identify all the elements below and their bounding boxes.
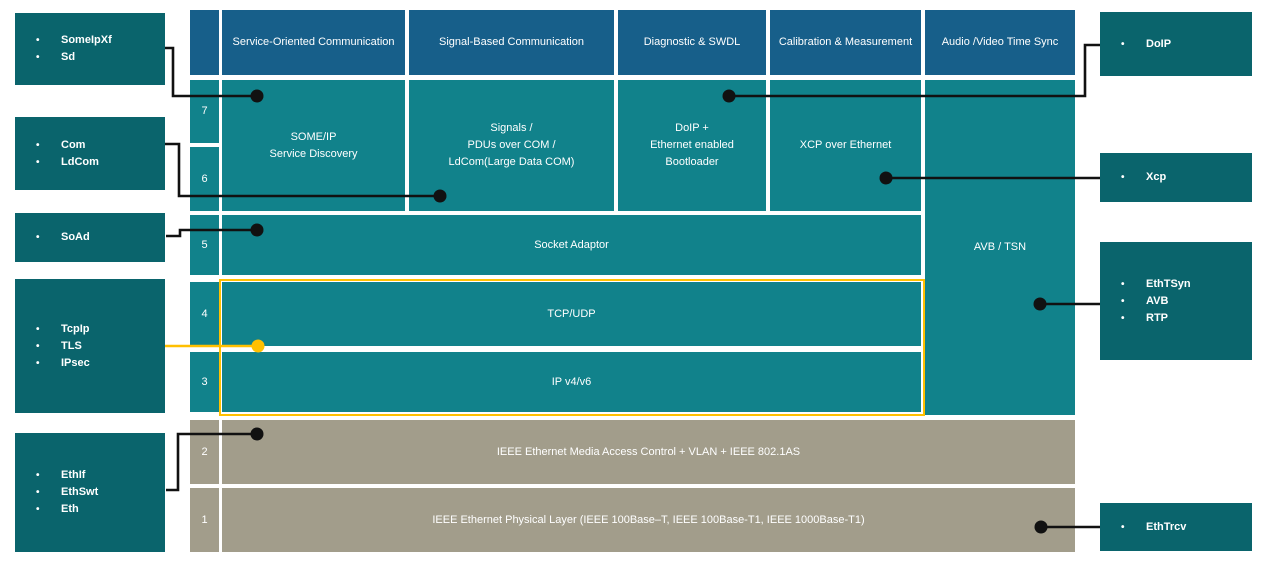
cell-someip-service-discovery: SOME/IP Service Discovery	[222, 80, 405, 211]
bullet-icon: •	[36, 470, 40, 481]
cell-ip-v4-v6: IP v4/v6	[222, 352, 921, 412]
bullet-icon: •	[1121, 38, 1125, 50]
cell-line: Ethernet enabled	[650, 139, 734, 151]
list-item: • TLS	[15, 338, 165, 355]
list-item: • IPsec	[15, 355, 165, 372]
bullet-icon: •	[36, 232, 40, 243]
list-item: • DoIP	[1100, 36, 1252, 53]
bullet-icon: •	[1121, 172, 1125, 183]
bullet-icon: •	[36, 323, 40, 335]
bullet-icon: •	[36, 139, 40, 151]
list-item: • Com	[15, 137, 165, 154]
list-item: • AVB	[1100, 293, 1252, 310]
module-box-doip: • DoIP	[1100, 12, 1252, 76]
cell-avb-tsn: AVB / TSN	[925, 80, 1075, 415]
layer-number-1: 1	[190, 488, 219, 552]
module-label: Com	[61, 138, 86, 151]
module-label: EthSwt	[61, 486, 99, 498]
cell-line: Bootloader	[665, 156, 719, 168]
cell-line: Service Discovery	[269, 147, 358, 160]
module-label: SoAd	[61, 231, 90, 243]
bullet-icon: •	[36, 52, 40, 63]
layer-number-5: 5	[190, 215, 219, 275]
module-label: Eth	[61, 503, 79, 515]
layer-number-6: 6	[190, 147, 219, 211]
module-label: Sd	[61, 51, 76, 63]
cell-ethernet-physical-layer: IEEE Ethernet Physical Layer (IEEE 100Ba…	[222, 488, 1075, 552]
module-box-someipxf-sd: • SomeIpXf • Sd	[15, 13, 165, 85]
list-item: • Eth	[15, 501, 165, 518]
module-label: SomeIpXf	[61, 34, 112, 46]
list-item: • EthSwt	[15, 484, 165, 501]
list-item: • LdCom	[15, 154, 165, 171]
bullet-icon: •	[1121, 521, 1125, 533]
cell-line: Signals /	[490, 122, 533, 134]
cell-line: AVB / TSN	[973, 241, 1027, 253]
module-label: TcpIp	[61, 322, 90, 335]
bullet-icon: •	[36, 357, 40, 369]
list-item: • EthTSyn	[1100, 276, 1252, 293]
module-box-ethif-ethswt-eth: • EthIf • EthSwt • Eth	[15, 433, 165, 552]
module-box-ethtsyn-avb-rtp: • EthTSyn • AVB • RTP	[1100, 242, 1252, 360]
module-box-soad: • SoAd	[15, 213, 165, 262]
column-header-service-oriented: Service-Oriented Communication	[222, 10, 405, 75]
bullet-icon: •	[36, 487, 40, 498]
layer-number-4: 4	[190, 282, 219, 346]
list-item: • SoAd	[15, 229, 165, 246]
cell-xcp-over-ethernet: XCP over Ethernet	[770, 80, 921, 211]
bullet-icon: •	[36, 340, 40, 352]
module-label: Xcp	[1146, 171, 1167, 183]
cell-line: IEEE Ethernet Media Access Control + VLA…	[496, 445, 801, 458]
module-label: EthTrcv	[1146, 520, 1187, 533]
list-item: • Xcp	[1100, 169, 1252, 186]
column-header-diagnostic-swdl: Diagnostic & SWDL	[618, 10, 766, 75]
list-item: • Sd	[15, 49, 165, 66]
cell-socket-adaptor: Socket Adaptor	[222, 215, 921, 275]
module-label: DoIP	[1146, 37, 1172, 50]
module-label: IPsec	[61, 356, 90, 369]
list-item: • SomeIpXf	[15, 32, 165, 49]
list-item: • RTP	[1100, 310, 1252, 327]
cell-tcp-udp: TCP/UDP	[222, 282, 921, 346]
list-item: • TcpIp	[15, 321, 165, 338]
module-label: TLS	[61, 339, 82, 352]
bullet-icon: •	[36, 35, 40, 46]
column-header-audio-video-time-sync: Audio /Video Time Sync	[925, 10, 1075, 75]
bullet-icon: •	[1121, 295, 1125, 307]
module-box-xcp: • Xcp	[1100, 153, 1252, 202]
column-header-signal-based: Signal-Based Communication	[409, 10, 614, 75]
list-item: • EthTrcv	[1100, 519, 1252, 536]
module-box-com-ldcom: • Com • LdCom	[15, 117, 165, 190]
cell-line: IP v4/v6	[551, 375, 592, 388]
bullet-icon: •	[1121, 312, 1125, 324]
layer-number-2: 2	[190, 420, 219, 484]
bullet-icon: •	[36, 504, 40, 515]
module-label: RTP	[1146, 311, 1168, 324]
layer-number-3: 3	[190, 352, 219, 412]
cell-ethernet-mac-vlan: IEEE Ethernet Media Access Control + VLA…	[222, 420, 1075, 484]
layer-number-7: 7	[190, 80, 219, 143]
cell-line: IEEE Ethernet Physical Layer (IEEE 100Ba…	[432, 513, 865, 526]
cell-line: LdCom(Large Data COM)	[448, 156, 575, 168]
cell-line: SOME/IP	[290, 130, 337, 143]
module-box-tcpip-tls-ipsec: • TcpIp • TLS • IPsec	[15, 279, 165, 413]
module-label: LdCom	[61, 155, 99, 168]
cell-signals-pdus-ldcom: Signals / PDUs over COM / LdCom(Large Da…	[409, 80, 614, 211]
bullet-icon: •	[36, 156, 40, 168]
cell-doip-bootloader: DoIP + Ethernet enabled Bootloader	[618, 80, 766, 211]
layer-number-header-stub	[190, 10, 219, 75]
cell-line: XCP over Ethernet	[799, 139, 892, 151]
module-box-ethtrcv: • EthTrcv	[1100, 503, 1252, 551]
module-label: EthTSyn	[1146, 277, 1191, 290]
cell-line: DoIP +	[675, 122, 709, 134]
module-label: EthIf	[61, 469, 86, 481]
cell-line: TCP/UDP	[547, 307, 596, 320]
bullet-icon: •	[1121, 278, 1125, 290]
module-label: AVB	[1146, 294, 1169, 307]
cell-line: Socket Adaptor	[534, 238, 609, 251]
column-header-calibration-measurement: Calibration & Measurement	[770, 10, 921, 75]
list-item: • EthIf	[15, 467, 165, 484]
cell-line: PDUs over COM /	[467, 139, 556, 151]
